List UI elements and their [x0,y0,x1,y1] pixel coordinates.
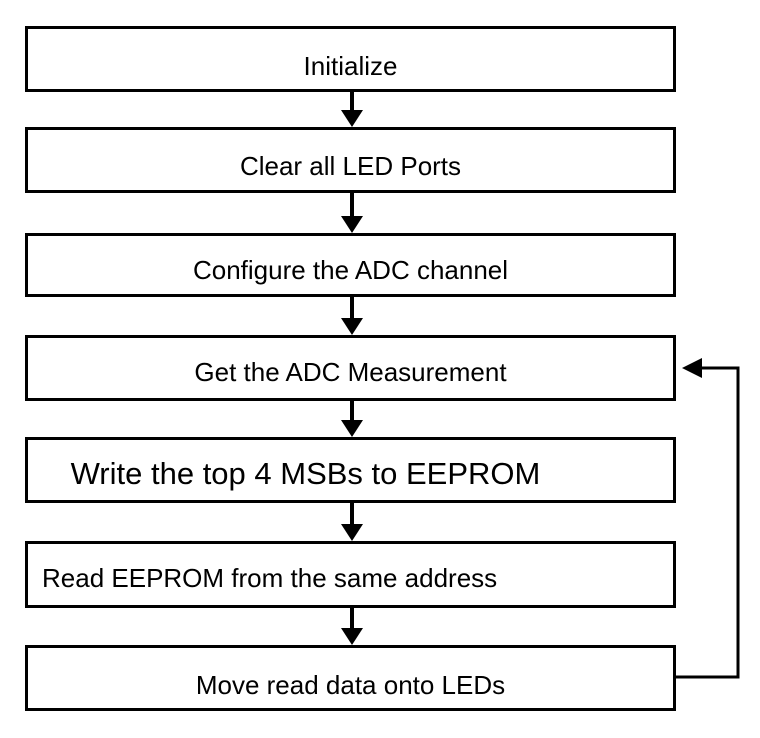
step-label: Initialize [303,50,398,81]
step-clear-led-ports: Clear all LED Ports [25,127,676,193]
down-arrow-4 [341,401,363,437]
step-label: Get the ADC Measurement [194,356,507,387]
down-arrow-5 [341,503,363,541]
step-move-data-to-leds: Move read data onto LEDs [25,645,676,711]
down-arrow-3 [341,297,363,335]
step-initialize: Initialize [25,26,676,92]
step-label: Configure the ADC channel [192,254,509,285]
loop-back-arrow [676,358,740,679]
down-arrow-2 [341,193,363,233]
down-arrow-1 [341,92,363,127]
step-read-eeprom: Read EEPROM from the same address [25,541,676,608]
down-arrow-6 [341,608,363,645]
step-label: Write the top 4 MSBs to EEPROM [70,456,541,491]
step-write-eeprom: Write the top 4 MSBs to EEPROM [25,437,676,503]
step-label: Read EEPROM from the same address [42,563,498,593]
step-label: Move read data onto LEDs [195,669,506,700]
step-configure-adc: Configure the ADC channel [25,233,676,297]
step-label: Clear all LED Ports [239,150,462,181]
step-get-adc-measurement: Get the ADC Measurement [25,335,676,401]
